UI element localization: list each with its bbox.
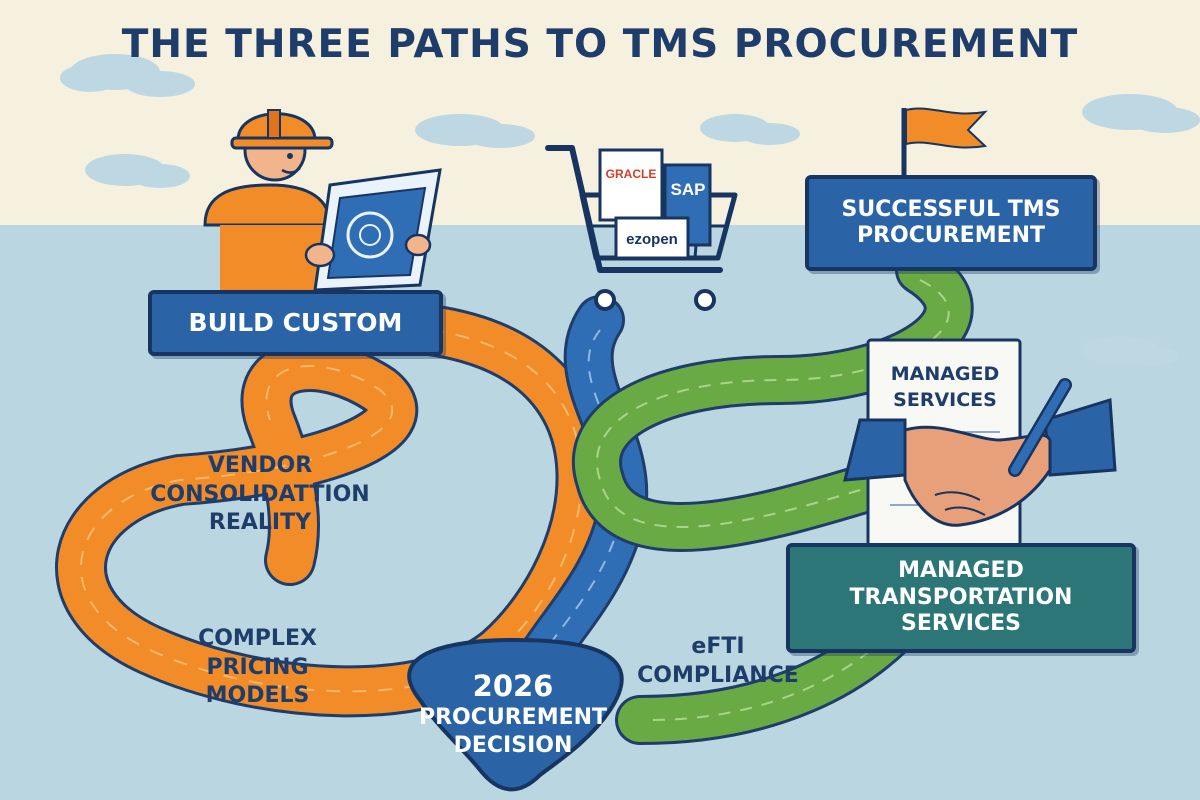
managed-transportation-services-box: MANAGED TRANSPORTATION SERVICES [786, 543, 1136, 653]
pricing-line3: MODELS [205, 683, 310, 709]
hub-line1: PROCUREMENT [418, 705, 608, 731]
vendor-consolidation-label: VENDOR CONSOLIDATTION REALITY [150, 452, 370, 538]
orange-path [55, 304, 608, 718]
cloud-icon [60, 54, 195, 97]
pricing-line1: COMPLEX [198, 626, 317, 651]
build-custom-box: BUILD CUSTOM [148, 290, 443, 356]
complex-pricing-label: COMPLEX PRICING MODELS [170, 625, 345, 711]
orange-flag-icon [901, 107, 988, 180]
blueprint-icon [313, 168, 442, 292]
pricing-line2: PRICING [206, 654, 309, 680]
procurement-hub [407, 637, 624, 792]
doc-line2: SERVICES [893, 388, 997, 411]
construction-worker-with-blueprint-icon [203, 109, 442, 292]
mts-label-line3: SERVICES [900, 611, 1022, 637]
efti-compliance-label: eFTI COMPLIANCE [628, 633, 808, 690]
doc-line1: MANAGED [890, 363, 1000, 385]
successful-label-line1: SUCCESSFUL TMS [841, 196, 1061, 222]
ezopen-logo: ezopen [626, 231, 678, 248]
pen-icon [1008, 378, 1072, 477]
cloud-icon [85, 154, 190, 188]
page-title: THE THREE PATHS TO TMS PROCUREMENT [121, 22, 1079, 67]
ezopen-box [614, 216, 690, 260]
mts-label-line2: TRANSPORTATION [849, 584, 1073, 610]
cloud-icon [700, 114, 800, 145]
efti-line1: eFTI [691, 634, 745, 659]
sap-logo: SAP [671, 180, 706, 199]
cloud-icon [415, 114, 535, 148]
mts-label-line1: MANAGED [898, 558, 1024, 584]
managed-services-document-text: MANAGED SERVICES [870, 362, 1020, 413]
oracle-logo: GRACLE [606, 167, 657, 181]
procurement-decision-label: 2026 PROCUREMENT DECISION [408, 668, 618, 759]
vendor-line2: CONSOLIDATTION [150, 481, 370, 507]
hub-line2: DECISION [453, 732, 573, 758]
build-custom-label: BUILD CUSTOM [188, 308, 403, 337]
hub-year: 2026 [472, 669, 554, 703]
vendor-line3: REALITY [208, 510, 312, 536]
shopping-cart-icon: GRACLE SAP ezopen [545, 145, 738, 311]
successful-label-line2: PROCUREMENT [856, 223, 1046, 248]
clouds [60, 54, 1200, 366]
cloud-icon [1080, 336, 1178, 366]
efti-line2: COMPLIANCE [637, 662, 799, 688]
cloud-icon [1082, 94, 1200, 133]
oracle-box [598, 148, 664, 222]
successful-procurement-box: SUCCESSFUL TMS PROCUREMENT [805, 175, 1097, 271]
vendor-line1: VENDOR [207, 453, 313, 478]
handshake-icon [843, 398, 1117, 527]
